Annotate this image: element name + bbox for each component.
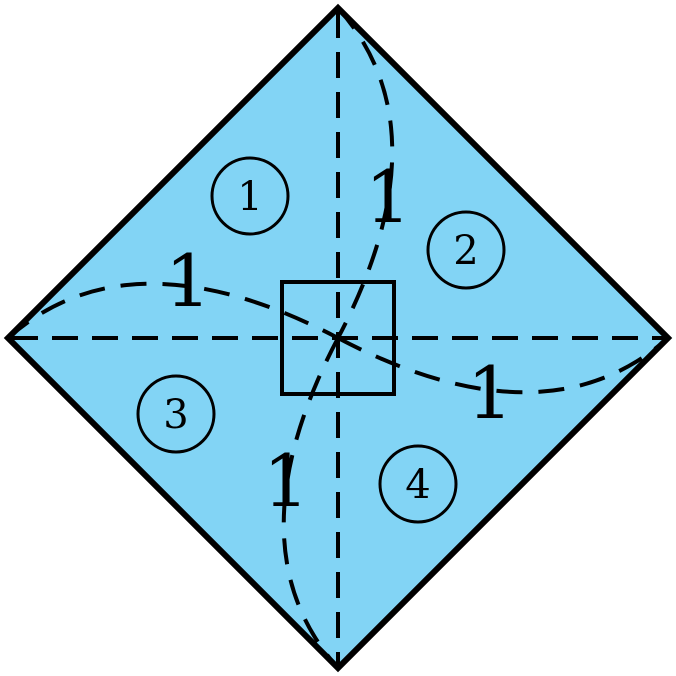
inner-square [280,280,396,396]
region-label-2: 2 [453,228,478,274]
length-label-top: 1 [365,155,411,239]
region-label-3: 3 [163,392,188,438]
length-label-left: 1 [165,239,211,323]
length-arc-right [337,336,670,395]
length-arc-top [336,6,395,339]
region-marker-3: 3 [136,374,216,454]
length-label-right: 1 [467,351,513,435]
length-arc-left [6,281,339,340]
length-label-bottom: 1 [263,439,309,523]
length-arc-bottom [281,337,340,670]
region-marker-1: 1 [210,156,290,236]
region-label-4: 4 [405,462,430,508]
region-marker-2: 2 [426,210,506,290]
region-label-1: 1 [237,174,262,220]
region-marker-4: 4 [378,444,458,524]
